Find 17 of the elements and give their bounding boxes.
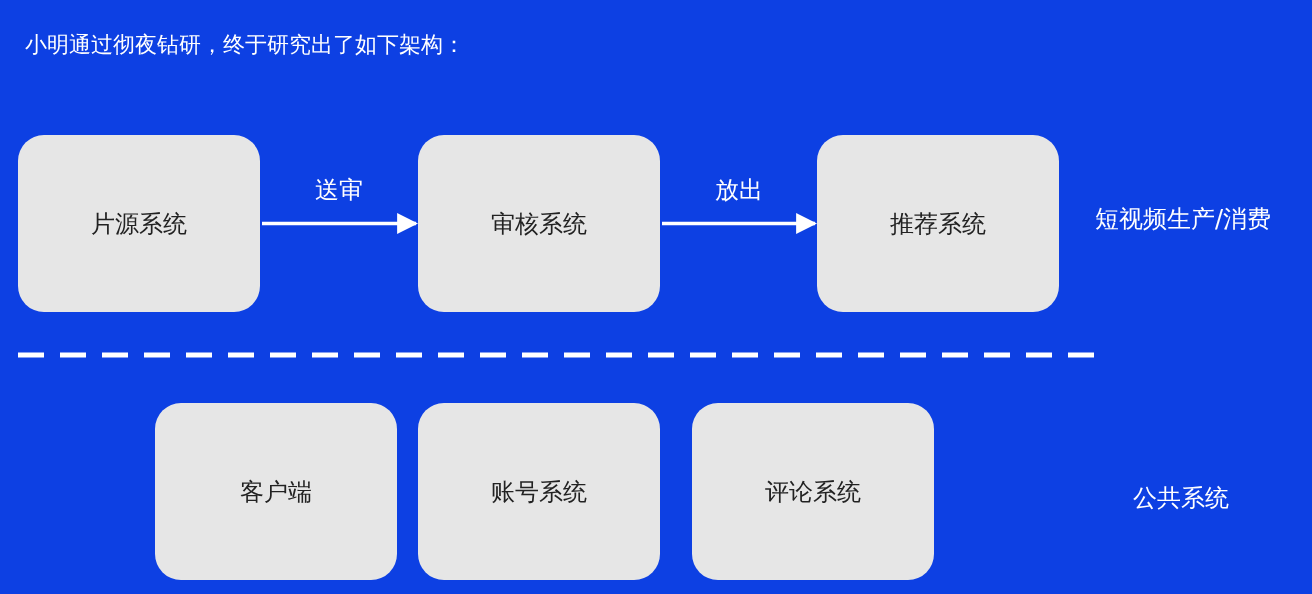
node-label: 推荐系统 [890,208,986,240]
arrow [262,213,419,234]
node-label: 客户端 [240,476,312,508]
system-box [18,135,260,312]
node-label: 评论系统 [765,476,861,508]
system-box [817,135,1059,312]
system-box [418,135,660,312]
system-box [418,403,660,580]
node-label: 片源系统 [91,208,187,240]
section-label: 短视频生产/消费 [1095,204,1272,235]
node-label: 账号系统 [491,476,587,508]
section-label: 公共系统 [1133,483,1229,514]
arrow [662,213,818,234]
title: 小明通过彻夜钻研，终于研究出了如下架构： [25,31,465,59]
system-box [155,403,397,580]
node-label: 审核系统 [491,208,587,240]
system-box [692,403,934,580]
